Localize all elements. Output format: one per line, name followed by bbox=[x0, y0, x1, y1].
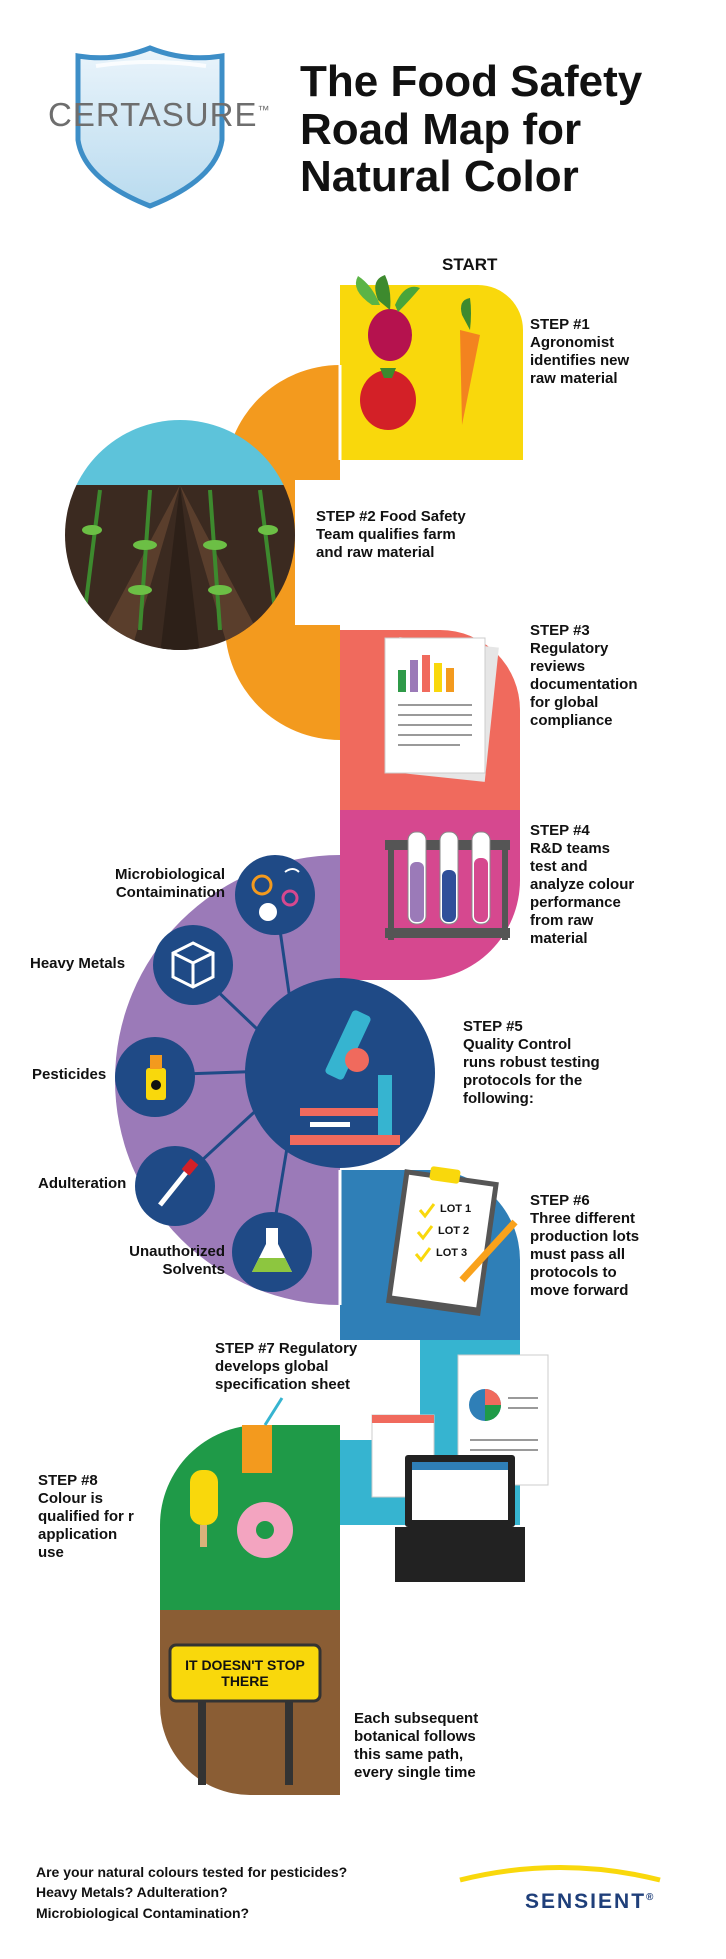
end-text: Each subsequent botanical follows this s… bbox=[354, 1710, 479, 1781]
test-label-pesticides: Pesticides bbox=[32, 1066, 107, 1083]
test-label-solvents: Unauthorized Solvents bbox=[129, 1243, 225, 1278]
test-label-heavy-metals: Heavy Metals bbox=[30, 955, 126, 972]
step-2-text: STEP #2 Food Safety Team qualifies farm … bbox=[316, 508, 466, 561]
test-label-microbiological: Microbiological Contaimination bbox=[114, 866, 225, 901]
test-label-adulteration: Adulteration bbox=[38, 1175, 127, 1192]
specification-sheet-illustration bbox=[371, 1354, 549, 1582]
test-tubes-illustration bbox=[385, 831, 510, 940]
step-6-text: STEP #6 Three different production lots … bbox=[530, 1192, 640, 1299]
certasure-logo-text: CERTASURE™ bbox=[48, 96, 271, 133]
clipboard-lot-3: LOT 3 bbox=[436, 1247, 468, 1259]
clipboard-lot-1: LOT 1 bbox=[440, 1203, 472, 1215]
sign-text: IT DOESN'T STOP THERE bbox=[185, 1657, 305, 1690]
sensient-swoosh bbox=[459, 1865, 661, 1883]
step-3-text: STEP #3 Regulatory reviews documentation… bbox=[530, 622, 638, 729]
clipboard-lot-2: LOT 2 bbox=[438, 1225, 470, 1237]
sensient-logo: SENSIENT® bbox=[525, 1890, 656, 1913]
start-label: START bbox=[442, 255, 498, 274]
step-8-text: STEP #8 Colour is qualified for r applic… bbox=[38, 1472, 134, 1561]
step-4-text: STEP #4 R&D teams test and analyze colou… bbox=[530, 822, 635, 947]
road-segment-pink bbox=[340, 810, 520, 980]
footer-question: Are your natural colours tested for pest… bbox=[36, 1864, 348, 1921]
microbe-icon bbox=[235, 855, 315, 935]
vegetables-illustration bbox=[355, 275, 480, 430]
certasure-logo-shield bbox=[75, 45, 225, 209]
sign-illustration bbox=[168, 1643, 322, 1785]
documents-illustration bbox=[384, 637, 499, 782]
clipboard-illustration bbox=[385, 1166, 518, 1317]
food-illustration bbox=[190, 1397, 293, 1558]
road-segment-yellow bbox=[340, 285, 523, 460]
step-1-text: STEP #1 Agronomist identifies new raw ma… bbox=[530, 316, 630, 387]
page-title: The Food Safety Road Map for Natural Col… bbox=[300, 57, 643, 202]
step-7-text: STEP #7 Regulatory develops global speci… bbox=[215, 1340, 358, 1393]
step-5-text: STEP #5 Quality Control runs robust test… bbox=[463, 1018, 600, 1107]
road-segment-orange-lower bbox=[225, 625, 340, 740]
